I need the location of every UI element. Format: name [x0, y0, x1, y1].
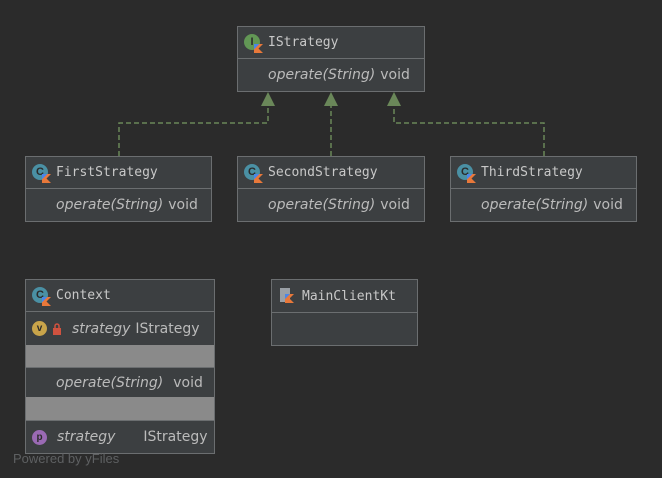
kotlin-file-icon	[278, 287, 296, 305]
mainclientkt-node[interactable]: MainClientKt	[271, 279, 418, 346]
lock-icon	[52, 322, 62, 335]
powered-by-label: Powered by yFiles	[13, 451, 120, 466]
context-empty-section	[26, 397, 214, 420]
context-header: C Context	[26, 280, 214, 312]
context-method: operate(String)	[56, 374, 164, 391]
variable-icon: v	[32, 321, 47, 336]
thirdstrategy-name: ThirdStrategy	[481, 165, 583, 180]
secondstrategy-name: SecondStrategy	[268, 165, 378, 180]
context-method-row[interactable]: operate(String) void	[26, 367, 214, 397]
thirdstrategy-node[interactable]: C ThirdStrategy operate(String) void	[450, 156, 637, 222]
kotlin-class-icon: C	[32, 286, 51, 306]
istrategy-name: IStrategy	[268, 35, 339, 50]
edge-first-to-istrategy	[118, 106, 269, 156]
context-property-type: IStrategy	[143, 429, 208, 445]
context-empty-section	[26, 345, 214, 367]
arrowhead-second	[324, 92, 338, 106]
istrategy-return-type: void	[380, 67, 410, 83]
thirdstrategy-method-row[interactable]: operate(String) void	[451, 189, 636, 221]
arrowhead-first	[261, 92, 275, 106]
firststrategy-node[interactable]: C FirstStrategy operate(String) void	[25, 156, 212, 222]
thirdstrategy-header: C ThirdStrategy	[451, 157, 636, 189]
arrowhead-third	[387, 92, 401, 106]
context-method-return-type: void	[173, 374, 203, 391]
firststrategy-name: FirstStrategy	[56, 165, 158, 180]
firststrategy-method: operate(String)	[56, 197, 164, 213]
context-field-type: IStrategy	[135, 320, 200, 337]
firststrategy-header: C FirstStrategy	[26, 157, 211, 189]
thirdstrategy-return-type: void	[593, 197, 623, 213]
secondstrategy-method: operate(String)	[268, 197, 376, 213]
mainclientkt-body	[272, 313, 417, 345]
firststrategy-return-type: void	[168, 197, 198, 213]
istrategy-header: I IStrategy	[238, 27, 424, 59]
context-field-name: strategy	[72, 320, 131, 337]
kotlin-class-icon: C	[32, 163, 51, 183]
context-name: Context	[56, 288, 111, 303]
property-icon: p	[32, 429, 47, 445]
mainclientkt-name: MainClientKt	[302, 288, 396, 304]
secondstrategy-return-type: void	[380, 197, 410, 213]
context-field-row[interactable]: v strategy IStrategy	[26, 312, 214, 345]
firststrategy-method-row[interactable]: operate(String) void	[26, 189, 211, 221]
mainclientkt-header: MainClientKt	[272, 280, 417, 313]
secondstrategy-header: C SecondStrategy	[238, 157, 424, 189]
context-property-row[interactable]: p strategy IStrategy	[26, 420, 214, 453]
istrategy-method: operate(String)	[268, 67, 376, 83]
kotlin-class-icon: C	[244, 163, 263, 183]
context-property-name: strategy	[57, 429, 116, 445]
edge-third-to-istrategy	[393, 106, 545, 156]
context-node[interactable]: C Context v strategy IStrategy operate(S…	[25, 279, 215, 454]
istrategy-node[interactable]: I IStrategy operate(String) void	[237, 26, 425, 92]
istrategy-method-row[interactable]: operate(String) void	[238, 59, 424, 91]
secondstrategy-method-row[interactable]: operate(String) void	[238, 189, 424, 221]
thirdstrategy-method: operate(String)	[481, 197, 589, 213]
secondstrategy-node[interactable]: C SecondStrategy operate(String) void	[237, 156, 425, 222]
kotlin-class-icon: C	[457, 163, 476, 183]
kotlin-interface-icon: I	[244, 33, 263, 53]
